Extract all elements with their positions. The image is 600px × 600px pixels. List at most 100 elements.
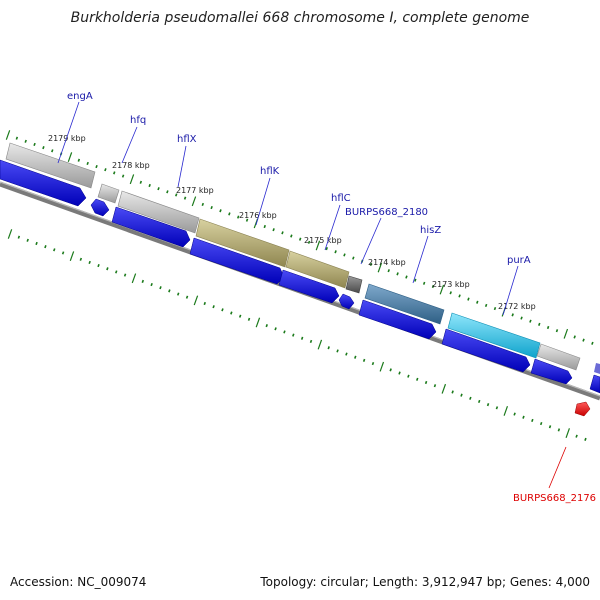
scale-minor-tick — [95, 164, 98, 169]
gene-feature-edge[interactable] — [594, 363, 600, 374]
cds-track — [0, 159, 600, 394]
gene-label-hflC[interactable]: hflC — [331, 193, 351, 204]
kbp-label: 2174 kbp — [368, 258, 406, 267]
leader-line — [412, 235, 429, 284]
scale-minor-tick — [307, 240, 311, 244]
leader-line — [502, 265, 519, 316]
gene-label-hfq[interactable]: hfq — [130, 115, 146, 126]
scale-minor-tick — [405, 275, 408, 279]
scale-minor-tick — [575, 434, 578, 438]
scale-minor-tick — [531, 418, 534, 423]
scale-minor-tick — [309, 339, 313, 344]
scale-major-tick — [379, 361, 385, 372]
scale-minor-tick — [484, 303, 488, 308]
gene-feature-track — [5, 142, 600, 374]
scale-minor-tick — [42, 146, 45, 150]
scale-minor-tick — [245, 218, 249, 222]
scale-minor-tick — [79, 257, 83, 261]
scale-major-tick — [441, 383, 447, 394]
scale-minor-tick — [469, 396, 472, 400]
scale-minor-tick — [520, 316, 523, 320]
scale-minor-tick — [53, 248, 56, 252]
scale-minor-tick — [166, 190, 169, 194]
gene-label-BURPS668_2176[interactable]: BURPS668_2176 — [513, 493, 596, 504]
scale-minor-tick — [354, 355, 357, 359]
scale-minor-tick — [343, 253, 346, 257]
inner-scale-ticks — [7, 229, 587, 441]
scale-minor-tick — [221, 308, 224, 312]
cds-arrow[interactable] — [111, 206, 191, 248]
leader-line — [57, 101, 80, 164]
scale-minor-tick — [582, 338, 585, 342]
cds-arrow[interactable] — [589, 374, 600, 394]
scale-minor-tick — [115, 270, 118, 274]
cds-arrow[interactable] — [278, 269, 340, 304]
scale-minor-tick — [433, 384, 437, 388]
scale-major-tick — [191, 196, 197, 207]
gene-feature-gray-end[interactable] — [536, 343, 581, 371]
cds-arrow[interactable] — [441, 328, 531, 373]
scale-minor-tick — [334, 250, 337, 254]
gene-feature-BURPS668_2176[interactable] — [574, 401, 591, 417]
gene-label-purA[interactable]: purA — [507, 255, 531, 266]
scale-minor-tick — [584, 437, 587, 441]
scale-minor-tick — [511, 313, 514, 317]
cds-arrow[interactable] — [530, 358, 573, 385]
scale-minor-tick — [210, 205, 213, 210]
scale-minor-tick — [451, 390, 454, 394]
scale-major-tick — [7, 229, 13, 239]
scale-minor-tick — [283, 330, 286, 334]
scale-minor-tick — [424, 380, 428, 385]
gene-feature-purA[interactable] — [447, 312, 541, 359]
gene-feature-engA[interactable] — [5, 142, 96, 189]
scale-minor-tick — [591, 341, 594, 345]
scale-major-tick — [131, 273, 137, 284]
scale-minor-tick — [201, 202, 205, 207]
gene-feature-hflK[interactable] — [195, 218, 290, 268]
cds-arrow[interactable] — [358, 299, 437, 340]
scale-minor-tick — [449, 291, 452, 295]
leader-line — [255, 177, 271, 226]
scale-minor-tick — [104, 168, 107, 172]
gene-feature-hisZ[interactable] — [364, 283, 445, 325]
scale-minor-tick — [238, 314, 242, 318]
scale-minor-tick — [396, 272, 399, 276]
gene-feature-hfq[interactable] — [97, 183, 120, 204]
kbp-label: 2178 kbp — [112, 161, 150, 170]
kbp-label: 2176 kbp — [239, 211, 277, 220]
scale-minor-tick — [263, 224, 267, 229]
scale-minor-tick — [486, 403, 490, 407]
scale-minor-tick — [416, 377, 419, 381]
scale-major-tick — [565, 428, 570, 438]
leader-line — [324, 204, 341, 251]
gene-label-hisZ[interactable]: hisZ — [420, 225, 441, 236]
gene-label-hflX[interactable]: hflX — [177, 134, 197, 145]
scale-major-tick — [129, 174, 135, 185]
scale-minor-tick — [15, 136, 19, 140]
gene-feature-hflC[interactable] — [285, 250, 350, 289]
gene-label-BURPS668_2180[interactable]: BURPS668_2180 — [345, 207, 428, 218]
scale-minor-tick — [539, 421, 543, 426]
scale-minor-tick — [24, 139, 27, 143]
scale-minor-tick — [159, 286, 162, 290]
scale-minor-tick — [573, 335, 576, 339]
gene-feature-BURPS668_2180[interactable] — [345, 275, 363, 294]
scale-minor-tick — [212, 305, 215, 309]
accession-label: Accession: NC_009074 — [10, 575, 147, 589]
scale-minor-tick — [274, 327, 277, 331]
scale-minor-tick — [300, 336, 304, 340]
scale-minor-tick — [265, 324, 268, 328]
gene-label-engA[interactable]: engA — [67, 91, 93, 102]
cds-arrow[interactable] — [338, 293, 355, 310]
gene-label-hflK[interactable]: hflK — [260, 166, 280, 177]
scale-minor-tick — [325, 247, 328, 251]
scale-major-tick — [503, 406, 509, 416]
scale-minor-tick — [17, 235, 21, 239]
gene-feature-hflX[interactable] — [117, 190, 200, 234]
cds-arrow[interactable] — [90, 198, 110, 217]
cds-arrow[interactable] — [0, 159, 87, 207]
scale-minor-tick — [414, 278, 417, 282]
scale-minor-tick — [141, 279, 145, 283]
scale-minor-tick — [298, 237, 302, 241]
